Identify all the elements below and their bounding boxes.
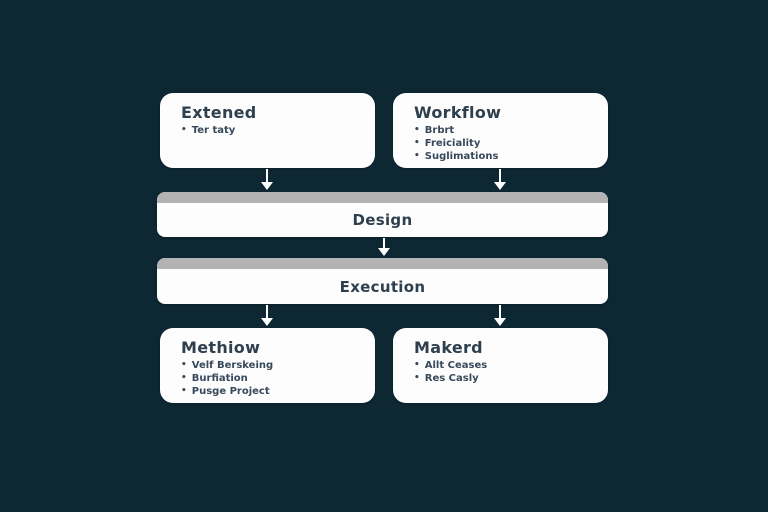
bullet-item: Ter taty — [181, 124, 355, 137]
bullet-item: Brbrt — [414, 124, 588, 137]
stage-design: Design — [157, 192, 608, 237]
node-workflow-bullets: Brbrt Freiciality Suglimations — [414, 124, 588, 163]
stage-execution-label: Execution — [339, 277, 426, 296]
node-makerd: Makerd Allt Ceases Res Casly — [393, 328, 608, 403]
bullet-item: Freiciality — [414, 137, 588, 150]
arrow-down-icon — [494, 169, 506, 190]
node-extened: Extened Ter taty — [160, 93, 375, 168]
stage-design-label: Design — [352, 211, 413, 229]
node-extened-bullets: Ter taty — [181, 124, 355, 137]
arrow-down-icon — [378, 238, 390, 256]
bullet-item: Allt Ceases — [414, 359, 588, 372]
stage-design-header-strip — [157, 192, 608, 203]
stage-execution-header-strip — [157, 258, 608, 269]
node-workflow: Workflow Brbrt Freiciality Suglimations — [393, 93, 608, 168]
node-methiow-title: Methiow — [181, 338, 261, 357]
arrow-down-icon — [494, 305, 506, 326]
node-workflow-title: Workflow — [414, 103, 502, 122]
bullet-item: Burfiation — [181, 372, 355, 385]
node-makerd-title: Makerd — [414, 338, 483, 357]
bullet-item: Pusge Project — [181, 385, 355, 398]
node-methiow: Methiow Velf Berskeing Burfiation Pusge … — [160, 328, 375, 403]
node-methiow-bullets: Velf Berskeing Burfiation Pusge Project — [181, 359, 355, 398]
arrow-down-icon — [261, 305, 273, 326]
bullet-item: Velf Berskeing — [181, 359, 355, 372]
node-makerd-bullets: Allt Ceases Res Casly — [414, 359, 588, 385]
bullet-item: Res Casly — [414, 372, 588, 385]
arrow-down-icon — [261, 169, 273, 190]
node-extened-title: Extened — [181, 103, 257, 122]
stage-execution: Execution — [157, 258, 608, 304]
bullet-item: Suglimations — [414, 150, 588, 163]
